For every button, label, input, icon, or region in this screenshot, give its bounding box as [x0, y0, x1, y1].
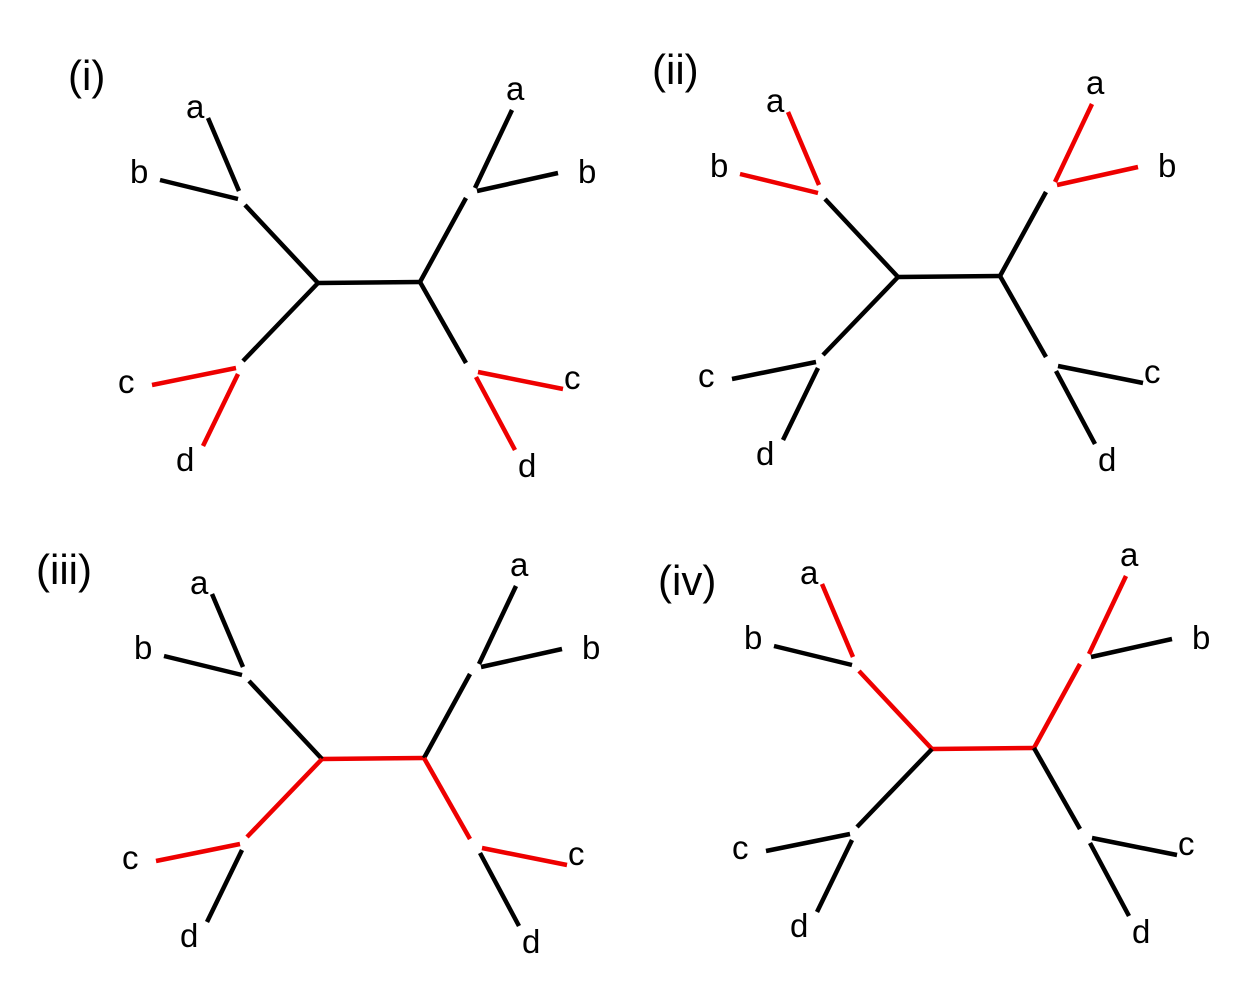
edge-right-b [476, 170, 559, 194]
edge-left-c-highlighted [155, 841, 241, 864]
edge-left-b [159, 177, 239, 202]
edge-right-d [1088, 841, 1131, 918]
edge-left-a-highlighted [785, 111, 822, 186]
leaf-label-right-b: b [582, 629, 600, 666]
leaf-label-left-d: d [176, 441, 194, 478]
edge-left-d [780, 367, 821, 441]
edge-left-upper-trunk [823, 197, 900, 279]
edge-center [897, 273, 1001, 280]
panel-label: (ii) [652, 46, 699, 93]
leaf-label-left-c: c [118, 363, 135, 400]
edge-left-upper-trunk [247, 679, 324, 761]
panel-iii: a b c d a b c d (iii) [36, 546, 600, 960]
edge-right-a-highlighted [1086, 575, 1129, 655]
leaf-label-left-a: a [800, 554, 819, 591]
edge-right-upper-trunk [998, 190, 1048, 278]
edge-right-b [1090, 636, 1173, 660]
edge-right-b-highlighted [1056, 164, 1139, 188]
edge-right-lower-trunk [1032, 746, 1082, 831]
edge-right-upper-trunk [422, 672, 472, 760]
leaf-label-right-d: d [522, 923, 540, 960]
leaf-label-left-b: b [130, 153, 148, 190]
edge-right-a [476, 585, 519, 665]
edge-left-lower-trunk-highlighted [245, 757, 324, 839]
edge-right-b [480, 646, 563, 670]
edge-right-a-highlighted [1052, 103, 1095, 183]
edge-left-c [765, 831, 851, 854]
leaf-label-right-d: d [518, 447, 536, 484]
edge-right-lower-trunk [998, 274, 1048, 359]
leaf-label-left-a: a [190, 564, 209, 601]
leaf-label-right-a: a [506, 70, 525, 107]
leaf-label-left-b: b [134, 629, 152, 666]
edge-right-a [472, 109, 515, 189]
leaf-label-right-b: b [1158, 147, 1176, 184]
edge-right-upper-trunk [418, 196, 468, 284]
leaf-label-left-c: c [122, 839, 139, 876]
leaf-label-left-b: b [744, 619, 762, 656]
leaf-label-left-c: c [698, 357, 715, 394]
edge-left-upper-trunk-highlighted [857, 669, 934, 751]
edge-left-d [204, 849, 245, 923]
edge-center [317, 279, 421, 286]
edge-center-highlighted [931, 745, 1035, 752]
edge-left-lower-trunk [855, 747, 934, 829]
edge-right-c-highlighted [481, 845, 568, 868]
leaf-label-right-d: d [1132, 913, 1150, 950]
leaf-label-left-b: b [710, 147, 728, 184]
edge-right-c [1057, 363, 1144, 386]
edge-left-a-highlighted [819, 583, 856, 658]
edge-right-d [478, 851, 521, 928]
panel-iv: a b c d a b c d (iv) [658, 536, 1210, 950]
leaf-label-right-a: a [510, 546, 529, 583]
leaf-label-left-a: a [766, 82, 785, 119]
leaf-label-right-c: c [568, 835, 585, 872]
panel-ii: a b c d a b c d (ii) [652, 46, 1176, 478]
edge-left-lower-trunk [821, 275, 900, 357]
edge-right-c [1091, 835, 1178, 858]
leaf-label-left-a: a [186, 88, 205, 125]
edge-right-c-highlighted [477, 369, 564, 392]
edge-right-d-highlighted [474, 375, 517, 452]
edge-right-d [1054, 369, 1097, 446]
edge-right-lower-trunk-highlighted [422, 756, 472, 841]
leaf-label-left-d: d [790, 907, 808, 944]
edge-left-d-highlighted [200, 373, 241, 447]
leaf-label-right-a: a [1086, 64, 1105, 101]
leaf-label-right-d: d [1098, 441, 1116, 478]
edge-center-highlighted [321, 755, 425, 762]
edge-left-lower-trunk [241, 281, 320, 363]
panel-label: (iv) [658, 557, 716, 604]
panel-label: (iii) [36, 546, 92, 593]
edge-right-upper-trunk-highlighted [1032, 662, 1082, 750]
panel-label: (i) [68, 52, 105, 99]
leaf-label-right-c: c [1144, 353, 1161, 390]
panel-i: a b c d a b c d (i) [68, 52, 596, 484]
leaf-label-right-a: a [1120, 536, 1139, 573]
edge-left-c [731, 359, 817, 382]
leaf-label-right-b: b [578, 153, 596, 190]
leaf-label-left-c: c [732, 829, 749, 866]
edge-left-c-highlighted [151, 365, 237, 388]
edge-left-a [209, 593, 246, 668]
edge-left-b [773, 643, 853, 668]
edge-left-b-highlighted [739, 171, 819, 196]
edge-left-b [163, 653, 243, 678]
leaf-label-right-c: c [564, 359, 581, 396]
edge-right-lower-trunk [418, 280, 468, 365]
edge-left-upper-trunk [243, 203, 320, 285]
edge-left-a [205, 117, 242, 192]
leaf-label-right-b: b [1192, 619, 1210, 656]
edge-left-d [814, 839, 855, 913]
leaf-label-right-c: c [1178, 825, 1195, 862]
leaf-label-left-d: d [756, 435, 774, 472]
leaf-label-left-d: d [180, 917, 198, 954]
